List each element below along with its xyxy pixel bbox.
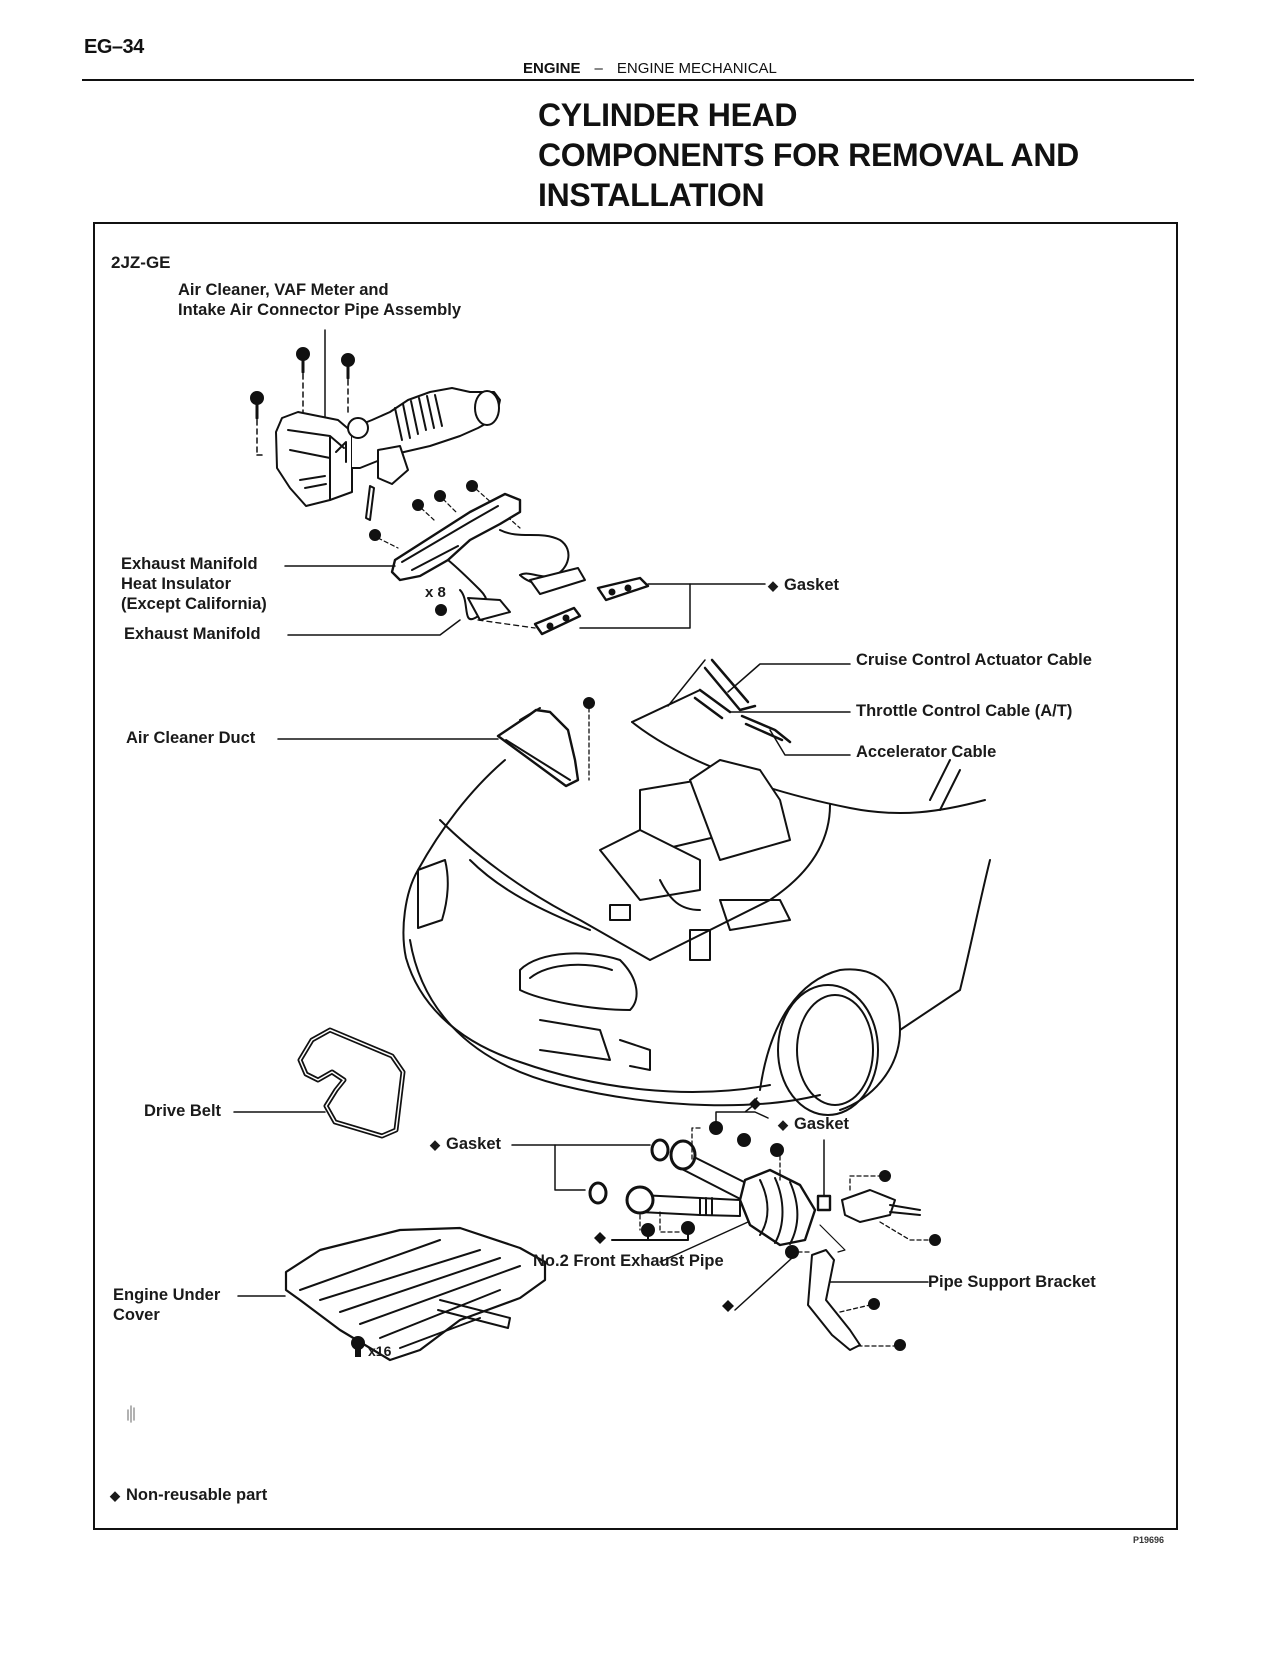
non-reusable-icon: ◆	[768, 578, 778, 593]
air-cleaner-assembly-drawing	[250, 329, 501, 521]
subsection-name: ENGINE MECHANICAL	[616, 60, 777, 77]
section-name: ENGINE	[523, 60, 581, 77]
scan-artifact	[127, 1405, 135, 1423]
exhaust-manifold-label: Exhaust Manifold	[124, 625, 261, 643]
air-cleaner-duct-label: Air Cleaner Duct	[126, 729, 256, 747]
bolt-icon	[351, 1336, 365, 1357]
front-exhaust-pipe-label: No.2 Front Exhaust Pipe	[533, 1252, 724, 1270]
gasket-label-front-right: ◆Gasket	[778, 1115, 850, 1133]
engine-code-label: 2JZ-GE	[111, 253, 171, 272]
title-line-2: COMPONENTS FOR REMOVAL AND	[538, 137, 1079, 173]
heat-insulator-label-line1: Exhaust Manifold	[121, 555, 258, 573]
title-line-1: CYLINDER HEAD	[538, 97, 798, 133]
page-title: CYLINDER HEAD COMPONENTS FOR REMOVAL AND…	[538, 95, 1079, 215]
bolt-icon	[250, 391, 264, 456]
non-reusable-icon: ◆	[110, 1488, 120, 1503]
heat-insulator-label-line3: (Except California)	[121, 595, 267, 613]
running-header: ENGINE–ENGINE MECHANICAL	[523, 60, 777, 77]
page-number: EG–34	[84, 36, 144, 58]
cruise-cable-label: Cruise Control Actuator Cable	[856, 651, 1092, 669]
leader-line	[287, 619, 461, 636]
under-cover-label-line2: Cover	[113, 1306, 160, 1324]
header-separator: –	[594, 60, 603, 77]
exhaust-manifold-drawing	[369, 480, 766, 636]
cables-drawing	[667, 658, 851, 756]
gasket-label-front-left: ◆Gasket	[430, 1135, 502, 1153]
drive-belt-label: Drive Belt	[144, 1102, 222, 1120]
under-cover-label-line1: Engine Under	[113, 1286, 221, 1304]
header-rule	[82, 79, 1194, 81]
drive-belt-drawing	[233, 1027, 406, 1139]
under-cover-bolt-count: x16	[368, 1343, 392, 1359]
throttle-cable-label: Throttle Control Cable (A/T)	[856, 702, 1073, 720]
front-exhaust-pipe-drawing	[511, 1097, 941, 1351]
air-cleaner-label-line1: Air Cleaner, VAF Meter and	[178, 281, 389, 299]
car-body-drawing	[402, 689, 991, 1116]
air-cleaner-label-line2: Intake Air Connector Pipe Assembly	[178, 301, 462, 319]
bolt-icon	[296, 347, 310, 413]
figure-code: P19696	[1133, 1535, 1165, 1545]
non-reusable-marks	[594, 1098, 761, 1312]
pipe-support-bracket-label: Pipe Support Bracket	[928, 1273, 1096, 1291]
manifold-bolt-count: x 8	[425, 584, 446, 601]
figure-frame	[93, 222, 1178, 1530]
engine-under-cover-drawing	[237, 1226, 547, 1362]
bolt-icon	[341, 353, 355, 416]
heat-insulator-label-line2: Heat Insulator	[121, 575, 232, 593]
non-reusable-icon: ◆	[778, 1117, 788, 1132]
non-reusable-icon: ◆	[430, 1137, 440, 1152]
title-line-3: INSTALLATION	[538, 177, 765, 213]
accelerator-cable-label: Accelerator Cable	[856, 743, 997, 761]
legend-non-reusable: ◆Non-reusable part	[110, 1486, 268, 1504]
air-cleaner-duct-drawing	[277, 697, 595, 788]
gasket-label-manifold: ◆Gasket	[768, 576, 840, 594]
